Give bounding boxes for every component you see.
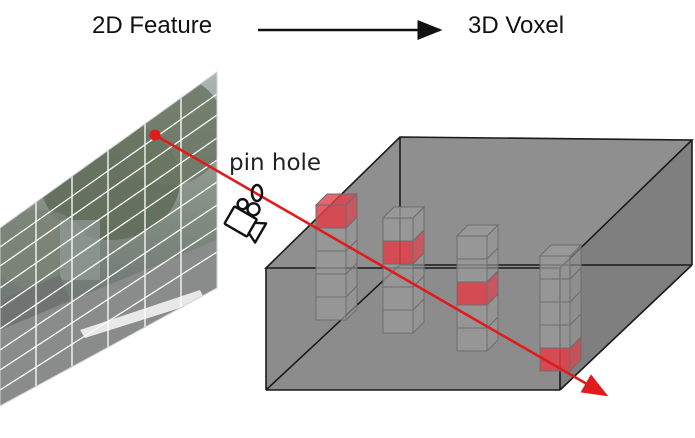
voxel-cell-hit [382, 228, 425, 266]
pinhole-ring-icon [250, 183, 264, 203]
voxel-3d-label: 3D Voxel [468, 12, 565, 39]
voxel-column-2 [381, 205, 426, 335]
voxel-cell-hit [456, 269, 499, 307]
voxel-cell [456, 315, 499, 353]
pinhole-label: pin hole [229, 150, 322, 176]
voxel-cell [382, 297, 425, 335]
camera-icon [223, 197, 268, 244]
voxel-cell [315, 284, 358, 322]
voxel-columns [314, 192, 583, 373]
voxel-column-1 [314, 192, 359, 322]
image-plane [0, 71, 218, 407]
voxel-cell [539, 266, 582, 304]
projection-ray [149, 129, 609, 397]
voxel-column-3 [455, 223, 500, 353]
feature-point [149, 129, 161, 141]
voxel-cell-hit [539, 335, 582, 373]
voxel-column-4 [538, 243, 583, 373]
feature-2d-label: 2D Feature [92, 12, 213, 39]
